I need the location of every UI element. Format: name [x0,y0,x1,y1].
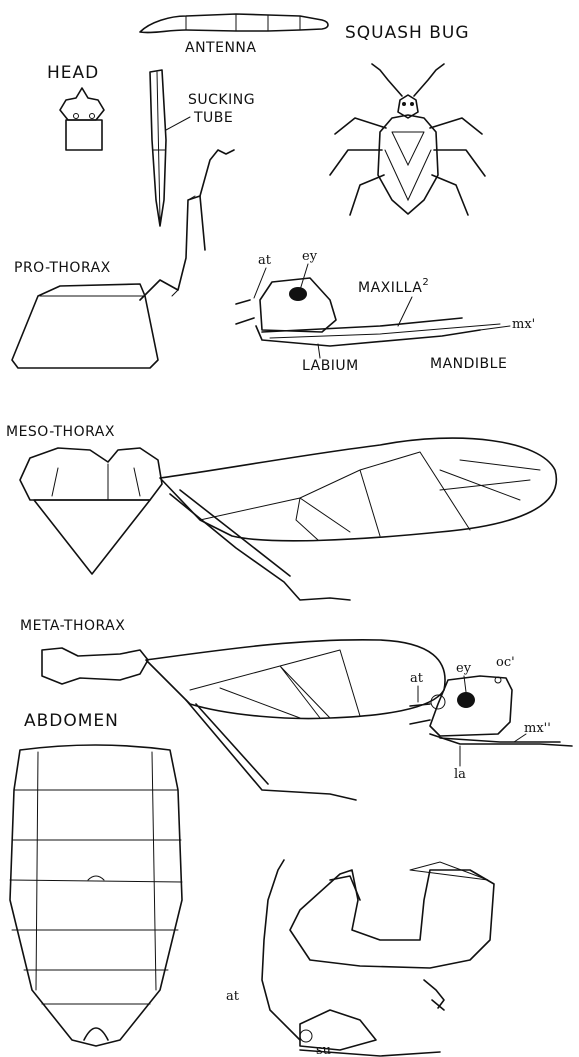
abdomen-label: ABDOMEN [24,711,119,731]
meso-thorax-drawing [20,438,556,600]
mandible-label: MANDIBLE [430,356,507,372]
lateral-bug-drawing [262,860,494,1056]
antenna-drawing [140,14,328,33]
ey-label-2: ey [456,661,472,676]
head-drawing [60,88,104,150]
mx-label-1: mx' [512,317,535,332]
ey-label-1: ey [302,249,318,264]
pro-thorax-label: PRO-THORAX [14,260,111,276]
sucking-tube-label-1: SUCKING [188,92,255,108]
head-label: HEAD [47,63,99,83]
sucking-tube-label-2: TUBE [193,110,233,126]
labium-label: LABIUM [302,358,359,374]
squash-bug-whole-drawing [330,64,485,215]
sucking-tube-drawing [150,70,166,226]
su-label-3: su [316,1043,331,1057]
mx-label-2: mx'' [524,721,551,736]
meta-thorax-label: META-THORAX [20,618,125,634]
antenna-label: ANTENNA [185,40,256,56]
at-label-3: at [226,989,240,1004]
maxilla2-label: MAXILLA2 [358,277,429,296]
at-label-2: at [410,671,424,686]
abdomen-drawing [10,745,182,1046]
pro-thorax-drawing [12,150,234,368]
oc-label-2: oc' [496,655,515,670]
at-label-1: at [258,253,272,268]
meso-thorax-label: MESO-THORAX [6,424,115,440]
squash-bug-title: SQUASH BUG [345,23,470,43]
la-label-2: la [454,767,466,782]
